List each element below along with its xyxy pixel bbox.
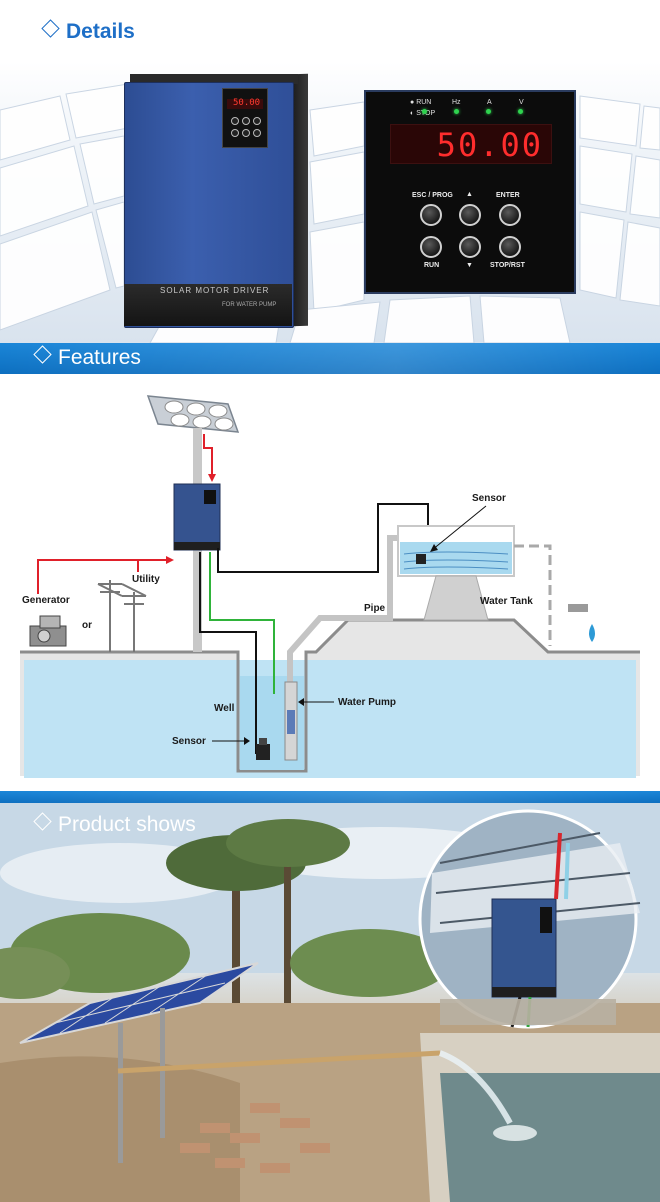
led-readout: 50.00: [390, 124, 552, 164]
field-solar-panel: [19, 962, 259, 1163]
device-base: [124, 284, 292, 326]
groundwater: [24, 660, 636, 778]
hz-led: [454, 109, 459, 114]
mini-button: [231, 129, 239, 137]
device-label: Solar Motor Driver: [160, 286, 270, 295]
diamond-icon: [41, 19, 60, 38]
label-water-pump: Water Pump: [338, 697, 396, 708]
diamond-icon: [33, 812, 52, 831]
generator-power-line: [37, 559, 172, 594]
run-button[interactable]: [420, 236, 442, 258]
mini-button: [253, 129, 261, 137]
water-pump: [284, 681, 298, 761]
stop-rst-button[interactable]: [499, 236, 521, 258]
run-indicator-label: ● RUN: [410, 99, 432, 106]
mini-button: [253, 117, 261, 125]
a-label: A: [487, 99, 492, 106]
enter-button[interactable]: [499, 204, 521, 226]
well-sensor: [256, 738, 270, 760]
down-button[interactable]: [459, 236, 481, 258]
features-bar: [0, 343, 660, 374]
product-photo: [0, 803, 660, 1202]
diamond-icon: [33, 345, 52, 364]
label-sensor-top: Sensor: [472, 493, 506, 504]
mini-button: [231, 117, 239, 125]
features-heading: Features: [33, 345, 141, 370]
v-label: V: [519, 99, 524, 106]
a-led: [486, 109, 491, 114]
controller-unit: [173, 483, 221, 551]
product-shows-heading: Product shows: [33, 812, 196, 837]
product-bar-top: [0, 791, 660, 803]
stop-rst-label: STOP/RST: [490, 262, 525, 269]
inset-controller-closeup: [418, 809, 641, 1029]
label-well: Well: [214, 703, 235, 714]
label-or: or: [82, 620, 92, 631]
label-generator: Generator: [22, 595, 70, 606]
mini-button: [242, 129, 250, 137]
up-button[interactable]: [459, 204, 481, 226]
perspective-tiles-background: [0, 83, 660, 343]
device-mini-panel: 50.00: [222, 88, 268, 148]
device-top: [130, 74, 298, 84]
run-label: RUN: [424, 262, 440, 269]
solar-power-line: [203, 434, 213, 480]
label-utility: Utility: [132, 574, 160, 585]
tank-sensor-cable: [217, 503, 429, 573]
solar-motor-driver-device: 50.00 Solar Motor Driver FOR WATER PUMP: [124, 73, 308, 328]
outlet-pipe: [117, 1050, 441, 1074]
solar-pump-system-diagram: Sensor Generator Utility or Pipe Water T…: [20, 395, 640, 778]
generator-icon: [29, 615, 67, 647]
details-section: Details 50.00 Solar Motor Driver FOR WAT…: [0, 0, 660, 343]
field-installation-scene: [0, 803, 660, 1202]
device-side: [292, 73, 308, 327]
run-led: [422, 109, 427, 114]
v-led: [518, 109, 523, 114]
hz-label: Hz: [452, 99, 461, 106]
enter-label: ENTER: [496, 192, 520, 199]
well-sensor-cable: [199, 552, 257, 754]
up-label: ▲: [466, 191, 473, 198]
esc-prog-button[interactable]: [420, 204, 442, 226]
down-label: ▼: [466, 262, 473, 269]
palm-trees: [0, 819, 450, 1013]
device-mini-readout: 50.00: [227, 98, 263, 109]
ground-outline: [20, 618, 640, 773]
label-sensor-well: Sensor: [172, 736, 206, 747]
esc-prog-label: ESC / PROG: [412, 192, 453, 199]
label-water-tank: Water Tank: [480, 596, 533, 607]
control-panel-closeup: ● RUN ◐ STOP Hz A V 50.00 ESC / PROG ▲ E…: [364, 90, 576, 294]
pump-signal-line: [209, 552, 275, 694]
water-jet: [438, 1050, 513, 1125]
mini-button: [242, 117, 250, 125]
label-pipe: Pipe: [364, 603, 386, 614]
details-heading: Details: [41, 19, 135, 44]
utility-poles: [97, 580, 147, 652]
device-sublabel: FOR WATER PUMP: [222, 302, 277, 308]
canal-water: [440, 1073, 660, 1202]
solar-panel: [146, 395, 240, 433]
bricks: [180, 1103, 330, 1173]
water-tank: [397, 525, 595, 646]
